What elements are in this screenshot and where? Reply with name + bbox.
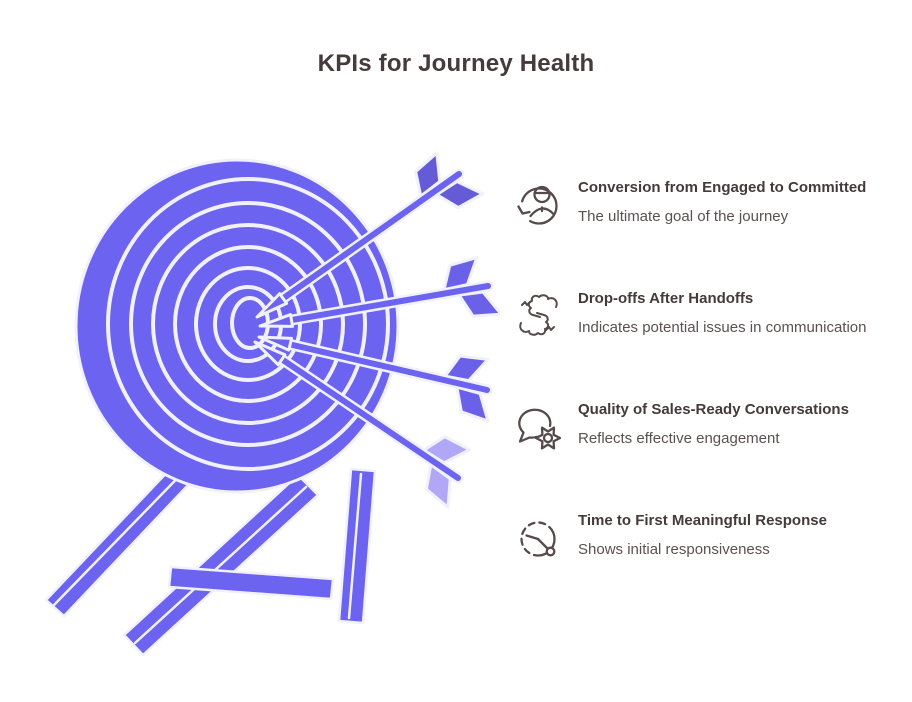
target-board [74, 158, 400, 494]
arrow-1 [255, 151, 485, 319]
kpi-text: Drop-offs After Handoffs Indicates poten… [578, 289, 867, 337]
kpi-title: Conversion from Engaged to Committed [578, 179, 867, 196]
page-title: KPIs for Journey Health [317, 50, 595, 77]
kpi-description: Indicates potential issues in communicat… [578, 319, 867, 336]
kpi-description: The ultimate goal of the journey [578, 208, 789, 225]
kpi-title: Drop-offs After Handoffs [578, 290, 754, 307]
kpi-description: Reflects effective engagement [578, 430, 780, 447]
user-conversion-icon [512, 179, 564, 231]
kpi-item-dropoffs: Drop-offs After Handoffs Indicates poten… [512, 289, 894, 342]
arrow-3 [257, 335, 493, 423]
clock-icon [512, 512, 564, 564]
stand-legs [44, 445, 377, 657]
kpi-text: Conversion from Engaged to Committed The… [578, 178, 866, 226]
arrow-4 [253, 340, 472, 509]
kpi-text: Time to First Meaningful Response Shows … [578, 511, 827, 559]
target-illustration [0, 140, 503, 700]
kpi-title: Quality of Sales-Ready Conversations [578, 401, 849, 418]
kpi-title: Time to First Meaningful Response [578, 512, 827, 529]
kpi-description: Shows initial responsiveness [578, 541, 770, 558]
chat-gear-icon [512, 401, 564, 453]
kpi-list: Conversion from Engaged to Committed The… [512, 178, 894, 622]
kpi-text: Quality of Sales-Ready Conversations Ref… [578, 400, 849, 448]
target-illustration-svg [44, 151, 503, 657]
handoff-hands-icon [512, 290, 564, 342]
kpi-item-response-time: Time to First Meaningful Response Shows … [512, 511, 894, 564]
kpi-item-quality: Quality of Sales-Ready Conversations Ref… [512, 400, 894, 453]
kpi-item-conversion: Conversion from Engaged to Committed The… [512, 178, 894, 231]
